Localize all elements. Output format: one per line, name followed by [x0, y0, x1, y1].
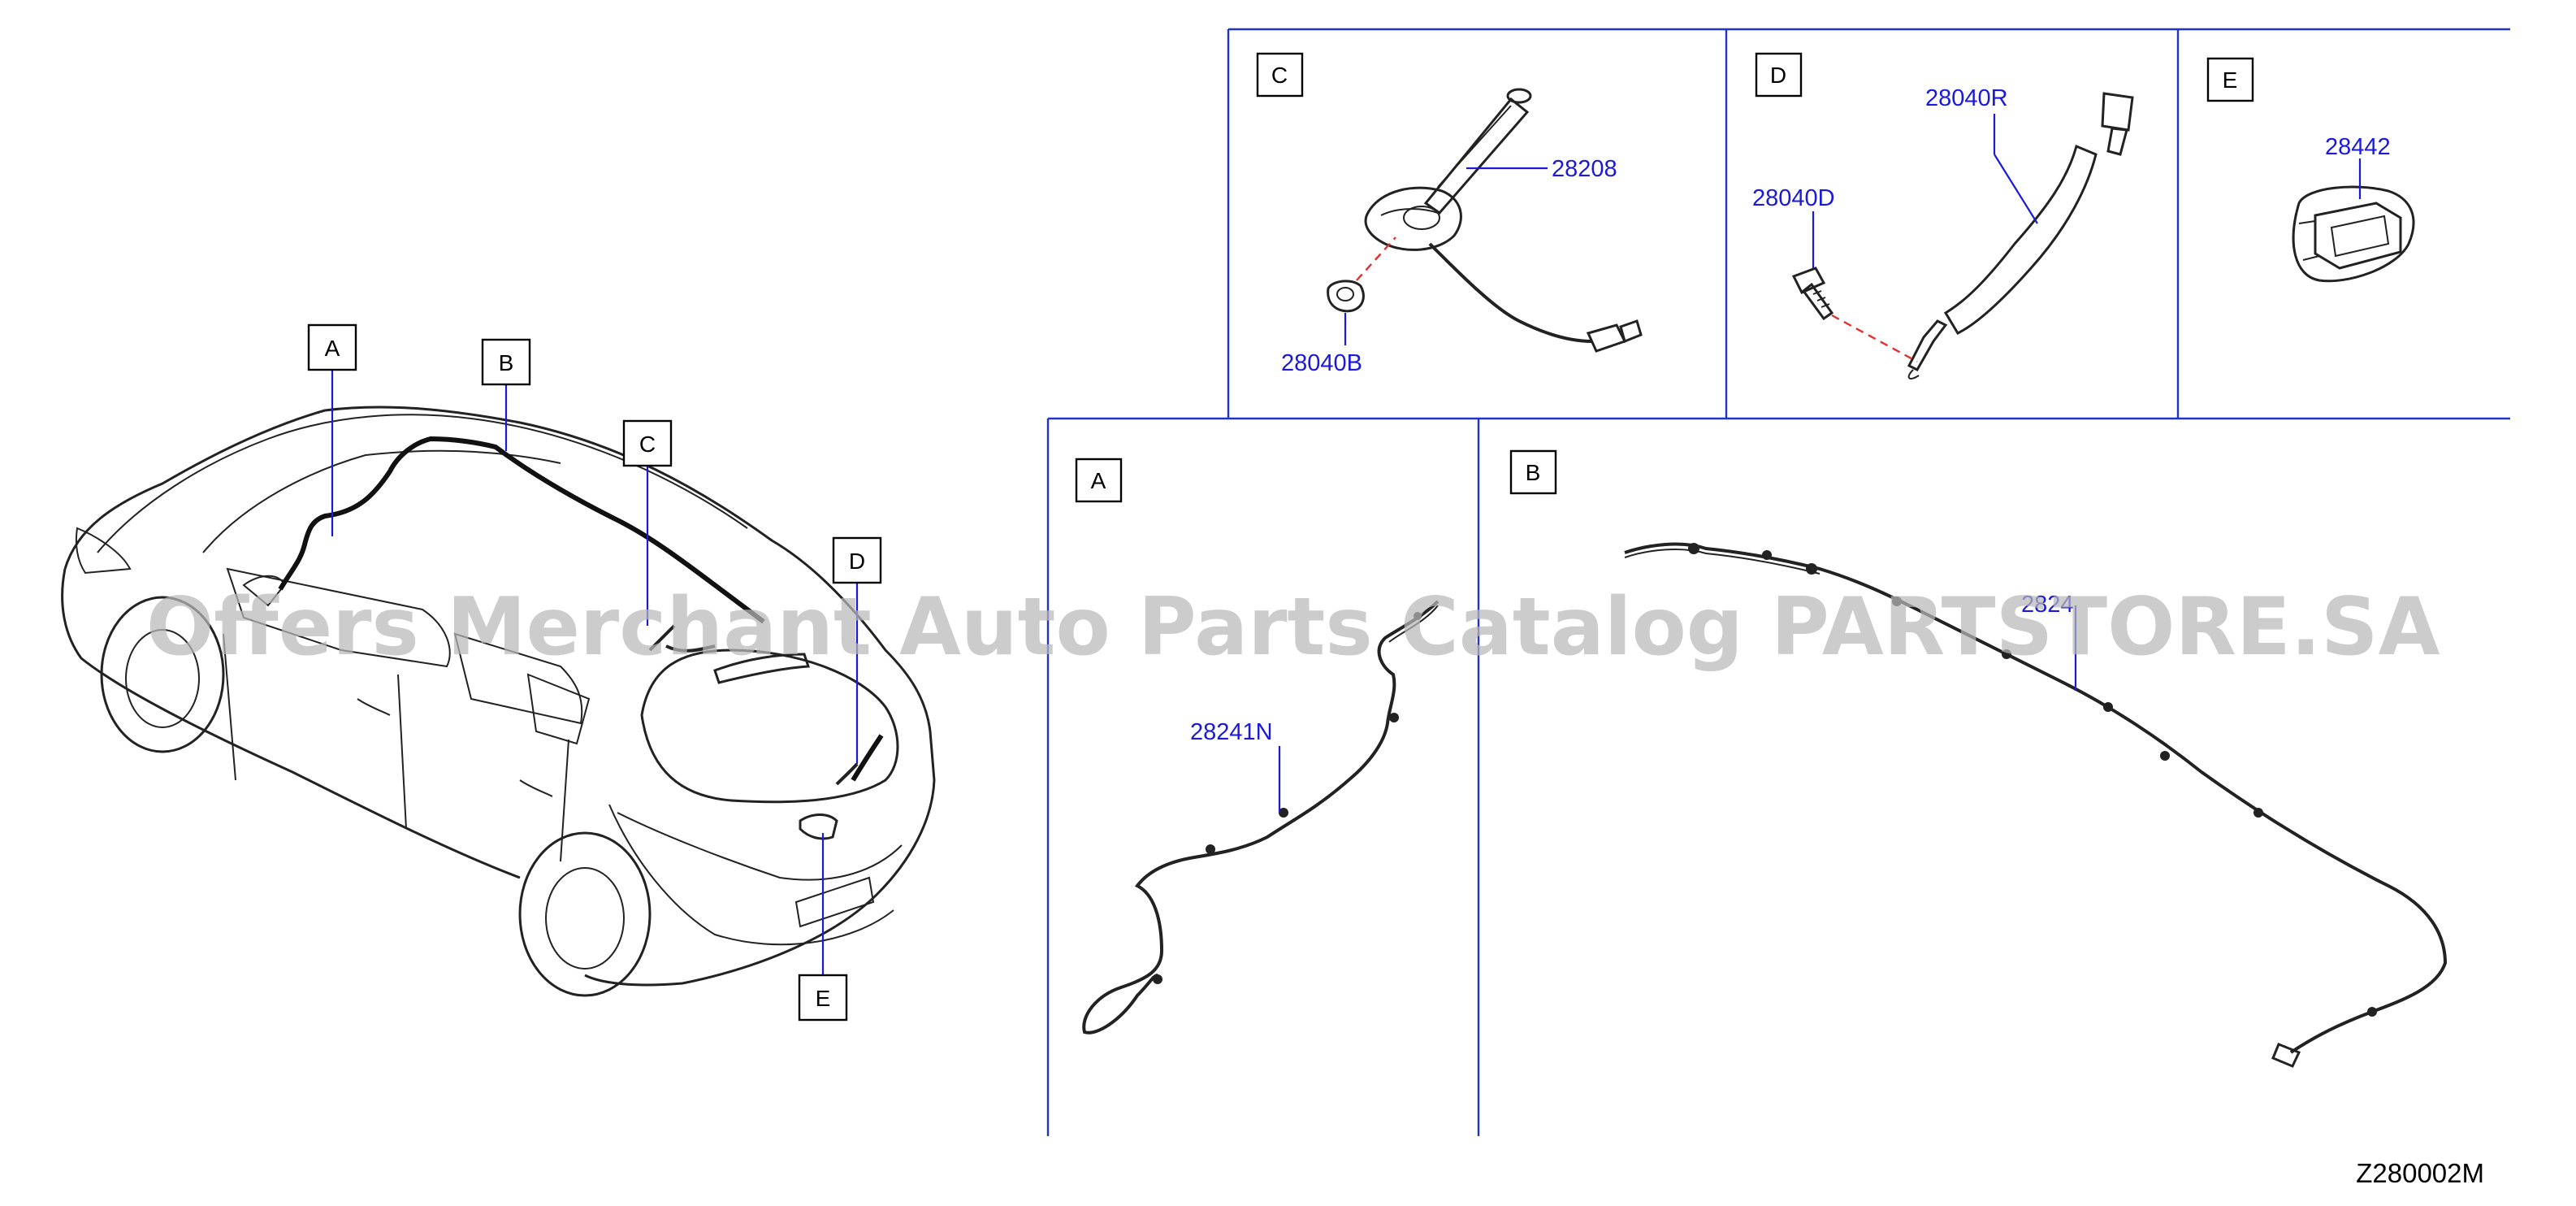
callout-E: E [816, 986, 831, 1011]
panel-C: C 28208 28040B [1256, 52, 1643, 376]
callout-A: A [325, 336, 340, 361]
callout-box-E [798, 974, 848, 1022]
panel-D-label: D [1770, 63, 1786, 88]
part-28040R: 28040R [1925, 85, 2008, 111]
callout-box-D [832, 536, 882, 584]
panel-B-label: B [1526, 460, 1541, 485]
callout-box-A [307, 323, 357, 371]
panel-E: E 28442 [2206, 57, 2415, 283]
panel-C-label: C [1271, 63, 1288, 88]
callout-box-C [622, 419, 673, 467]
panel-B: B 2824 [1509, 449, 2448, 1068]
callout-D: D [849, 549, 865, 574]
callout-C: C [639, 432, 656, 457]
car-illustration: A B C D E [61, 323, 936, 1022]
feeder-28241N [1082, 600, 1440, 1035]
panel-D: D 28040R 28040D [1752, 52, 2134, 380]
part-28442: 28442 [2325, 134, 2391, 160]
module-28442 [2292, 185, 2415, 283]
callout-box-B [481, 338, 531, 386]
panel-A: A 28241N [1075, 458, 1440, 1035]
feeder-cable [1943, 144, 2098, 335]
antenna-nut [1327, 280, 1365, 313]
watermark-text: Offers Merchant Auto Parts Catalog PARTS… [146, 581, 2440, 674]
antenna-base [1364, 186, 1462, 251]
part-2824: 2824 [2021, 592, 2074, 618]
part-28040D: 28040D [1752, 185, 1835, 211]
panel-E-label: E [2223, 67, 2238, 93]
antenna-rod [1423, 97, 1530, 215]
part-28040B: 28040B [1281, 350, 1362, 376]
diagram-reference: Z280002M [2356, 1158, 2484, 1188]
part-28208: 28208 [1552, 156, 1617, 182]
feeder-2824 [1624, 542, 2448, 1054]
callout-B: B [499, 350, 514, 375]
bolt-28040D [1791, 267, 1826, 294]
part-28241N: 28241N [1190, 719, 1273, 745]
panel-A-label: A [1091, 468, 1106, 493]
panel-frames [1046, 28, 2510, 1136]
